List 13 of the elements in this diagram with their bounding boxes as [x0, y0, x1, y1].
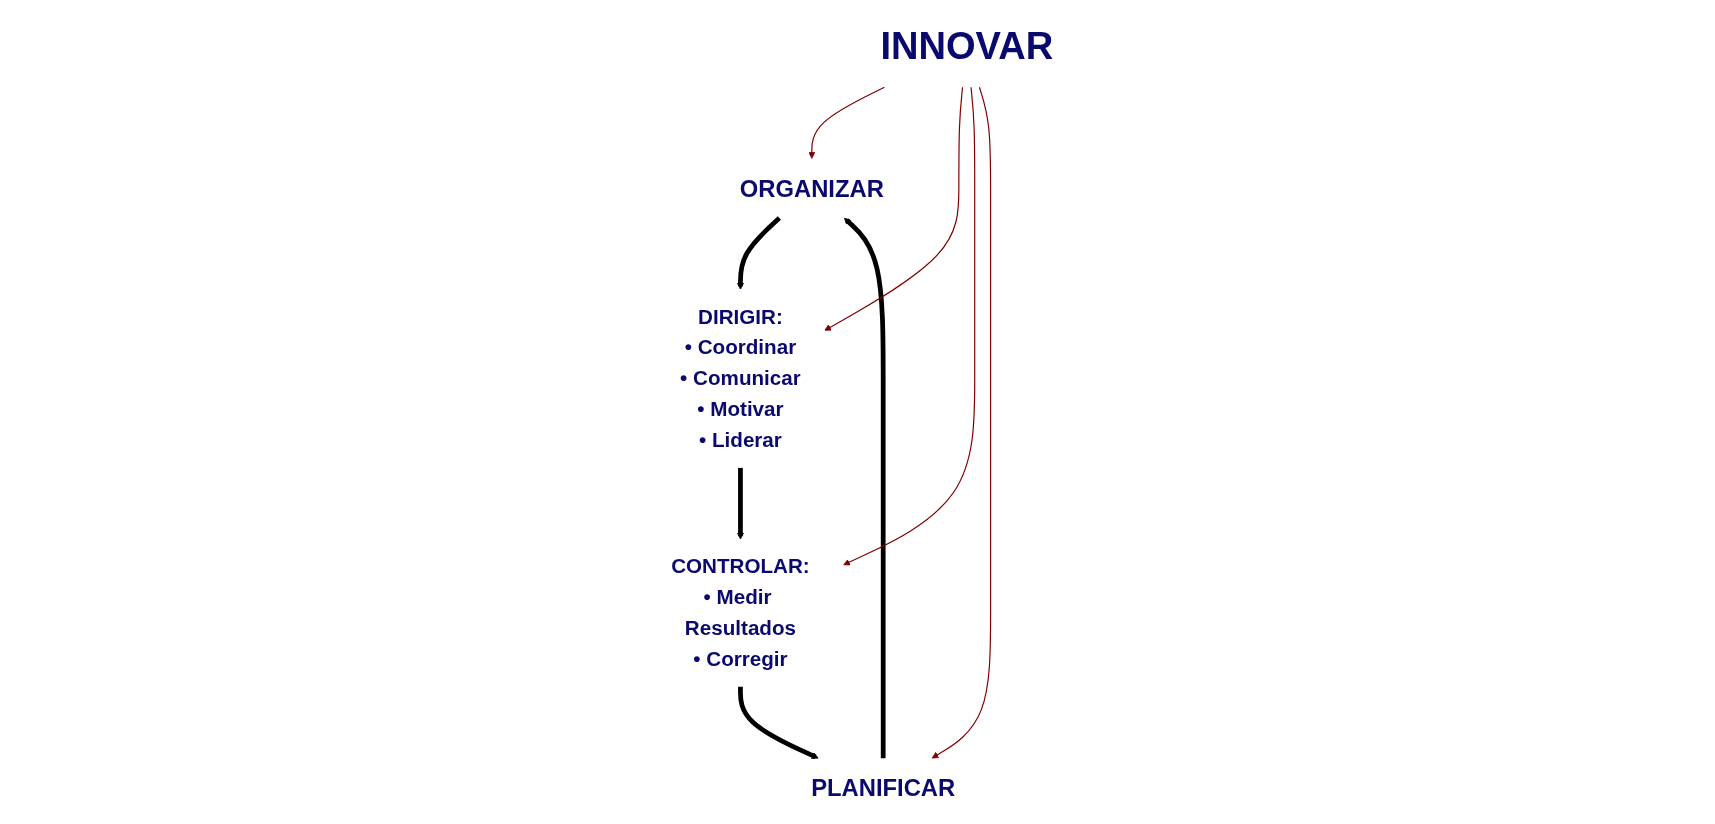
arrow [844, 217, 886, 759]
node-text: ORGANIZAR [740, 175, 885, 202]
arrow [843, 86, 976, 566]
arrow [824, 86, 964, 331]
node-text: CONTROLAR: • Medir Resultados • Corregir [671, 554, 811, 671]
node-text: PLANIFICAR [811, 774, 956, 801]
arrow [738, 686, 819, 759]
node-text: DIRIGIR: • Coordinar • Comunicar • Motivar • Liderar [680, 304, 802, 453]
arrow [737, 216, 782, 290]
arrow [808, 86, 886, 159]
node-text: INNOVAR [880, 25, 1054, 68]
arrow [737, 467, 745, 540]
arrow [932, 86, 992, 759]
